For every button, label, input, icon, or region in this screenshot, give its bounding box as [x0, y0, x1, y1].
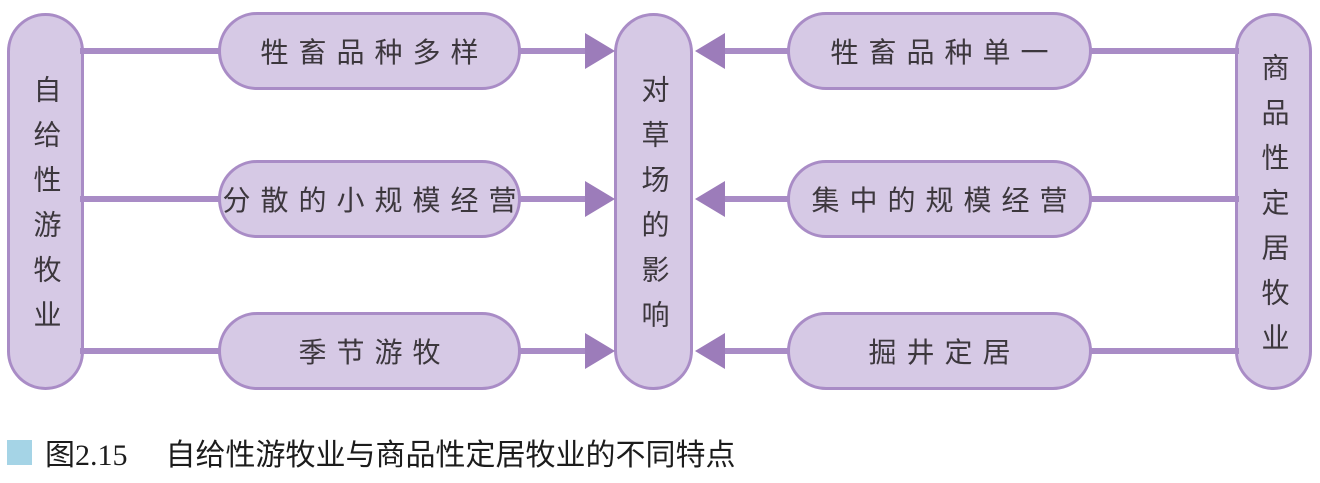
left-feature-box-3: 季节游牧 [218, 312, 521, 390]
left-feature-label-3: 季节游牧 [298, 337, 451, 368]
connector-line [518, 196, 588, 202]
connector-line [1089, 196, 1239, 202]
left-category-pill: 自给性游牧业 [7, 13, 84, 390]
connector-line [722, 348, 790, 354]
center-effect-label: 对草场的影响 [638, 75, 670, 345]
right-category-pill: 商品性定居牧业 [1235, 13, 1312, 390]
left-feature-box-2: 分散的小规模经营 [218, 160, 521, 238]
connector-line [1089, 48, 1239, 54]
right-feature-box-3: 掘井定居 [787, 312, 1092, 390]
arrow-left-icon [695, 33, 725, 69]
figure-label: 图2.15 [45, 439, 128, 472]
caption-marker-icon [7, 439, 32, 465]
arrow-right-icon [585, 33, 615, 69]
connector-line [722, 196, 790, 202]
arrow-left-icon [695, 181, 725, 217]
right-feature-label-2: 集中的规模经营 [811, 185, 1078, 216]
left-feature-box-1: 牲畜品种多样 [218, 12, 521, 90]
left-feature-label-2: 分散的小规模经营 [222, 185, 527, 216]
figure-title: 自给性游牧业与商品性定居牧业的不同特点 [165, 439, 736, 472]
right-feature-box-2: 集中的规模经营 [787, 160, 1092, 238]
left-feature-label-1: 牲畜品种多样 [260, 37, 489, 68]
connector-line [80, 196, 220, 202]
connector-line [518, 348, 588, 354]
connector-line [80, 348, 220, 354]
connector-line [722, 48, 790, 54]
right-feature-label-1: 牲畜品种单一 [830, 37, 1059, 68]
connector-line [80, 48, 220, 54]
right-feature-box-1: 牲畜品种单一 [787, 12, 1092, 90]
left-category-label: 自给性游牧业 [30, 75, 62, 345]
center-effect-pill: 对草场的影响 [614, 13, 693, 390]
connector-line [1089, 348, 1239, 354]
arrow-right-icon [585, 333, 615, 369]
arrow-left-icon [695, 333, 725, 369]
arrow-right-icon [585, 181, 615, 217]
figure-caption: 图2.15 自给性游牧业与商品性定居牧业的不同特点 [7, 435, 736, 472]
right-feature-label-3: 掘井定居 [868, 337, 1021, 368]
right-category-label: 商品性定居牧业 [1258, 52, 1290, 368]
connector-line [518, 48, 588, 54]
